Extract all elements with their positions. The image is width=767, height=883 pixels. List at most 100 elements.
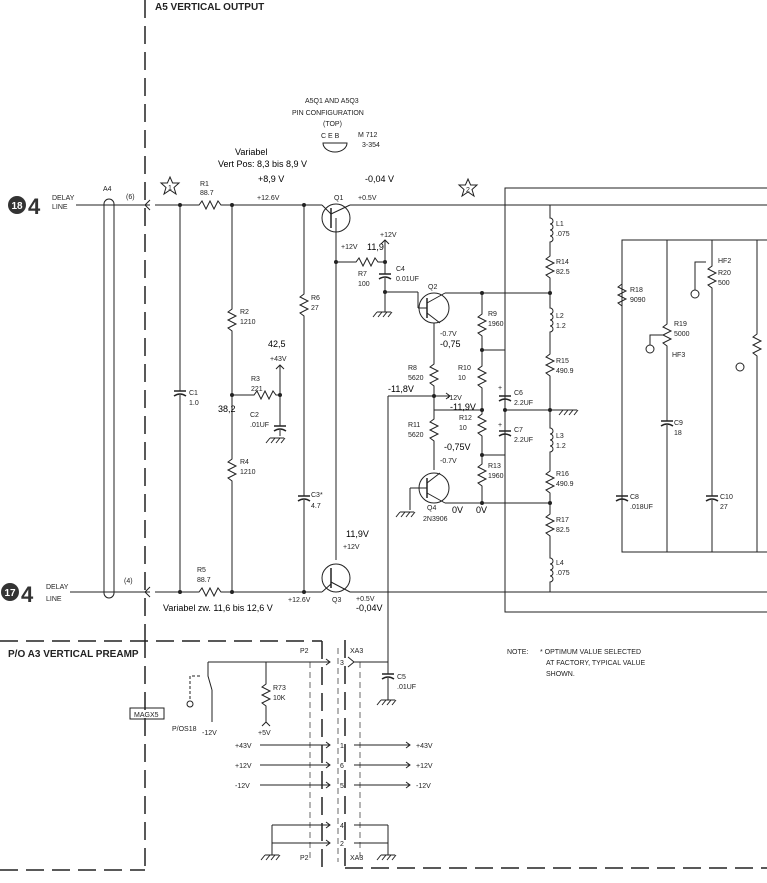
svg-text:MAGX5: MAGX5 bbox=[134, 712, 159, 719]
r6-value: 27 bbox=[311, 305, 319, 312]
r6-label: R6 bbox=[311, 295, 320, 302]
r7-label: R7 bbox=[358, 271, 367, 278]
svg-text:+5V: +5V bbox=[258, 730, 271, 737]
r1-value: 88.7 bbox=[200, 190, 214, 197]
r18-label: R18 bbox=[630, 287, 643, 294]
r10-label: R10 bbox=[458, 365, 471, 372]
svg-text:P/OS18: P/OS18 bbox=[172, 726, 197, 733]
svg-text:A4: A4 bbox=[103, 186, 112, 193]
svg-text:3: 3 bbox=[340, 660, 344, 667]
r4-label: R4 bbox=[240, 459, 249, 466]
svg-text:+12V: +12V bbox=[416, 763, 433, 770]
r12-label: R12 bbox=[459, 415, 472, 422]
svg-text:M 712: M 712 bbox=[358, 132, 378, 139]
svg-text:+8,9 V: +8,9 V bbox=[258, 174, 284, 184]
svg-text:11,9V: 11,9V bbox=[346, 529, 369, 539]
transistor-q1: Q1 bbox=[321, 195, 351, 240]
c7-value: 2.2UF bbox=[514, 437, 533, 444]
svg-text:-12V: -12V bbox=[202, 730, 217, 737]
svg-text:17: 17 bbox=[4, 588, 16, 599]
r1-label: R1 bbox=[200, 181, 209, 188]
c6-value: 2.2UF bbox=[514, 400, 533, 407]
svg-text:Variabel zw. 11,6 bis 12,6 V: Variabel zw. 11,6 bis 12,6 V bbox=[163, 603, 273, 613]
marker-1: 1 bbox=[160, 176, 180, 195]
hf3-label: HF3 bbox=[672, 352, 685, 359]
svg-text:5: 5 bbox=[340, 783, 344, 790]
c3-value: 4.7 bbox=[311, 503, 321, 510]
c9-value: 18 bbox=[674, 430, 682, 437]
svg-text:DELAY: DELAY bbox=[52, 195, 75, 202]
svg-text:-0,04V: -0,04V bbox=[356, 603, 383, 613]
r7-12v-label: +12V bbox=[380, 232, 397, 239]
r17-label: R17 bbox=[556, 517, 569, 524]
r5-label: R5 bbox=[197, 567, 206, 574]
c10-value: 27 bbox=[720, 504, 728, 511]
m12-q-label: -12V bbox=[447, 395, 462, 402]
r10-value: 10 bbox=[458, 375, 466, 382]
svg-text:+12V: +12V bbox=[235, 763, 252, 770]
svg-text:P2: P2 bbox=[300, 855, 309, 862]
l1-value: .075 bbox=[556, 231, 570, 238]
r18-value: 9090 bbox=[630, 297, 646, 304]
svg-text:2: 2 bbox=[466, 187, 470, 194]
svg-text:42,5: 42,5 bbox=[268, 339, 286, 349]
rail-126-bot: +12.6V bbox=[288, 597, 311, 604]
r13-label: R13 bbox=[488, 463, 501, 470]
r8-label: R8 bbox=[408, 365, 417, 372]
svg-text:1: 1 bbox=[340, 743, 344, 750]
r19-value: 5000 bbox=[674, 331, 690, 338]
svg-text:4: 4 bbox=[21, 582, 34, 607]
r4-value: 1210 bbox=[240, 469, 256, 476]
svg-text:2: 2 bbox=[340, 841, 344, 848]
svg-text:P2: P2 bbox=[300, 648, 309, 655]
c4-value: 0.01UF bbox=[396, 276, 419, 283]
preamp-section: P/O A3 VERTICAL PREAMP P2 XA3 3 C5 .01UF… bbox=[0, 640, 433, 871]
r16-value: 490.9 bbox=[556, 481, 574, 488]
l4-value: .075 bbox=[556, 570, 570, 577]
note: NOTE: * OPTIMUM VALUE SELECTED AT FACTOR… bbox=[507, 649, 646, 678]
r14-value: 82.5 bbox=[556, 269, 570, 276]
r11-value: 5620 bbox=[408, 432, 424, 439]
q4-emitter-label: -0.7V bbox=[440, 458, 457, 465]
marker-2: 2 bbox=[458, 178, 478, 197]
r2-value: 1210 bbox=[240, 319, 256, 326]
q3-12v-label: +12V bbox=[343, 544, 360, 551]
section-title: A5 VERTICAL OUTPUT bbox=[155, 2, 264, 13]
svg-text:XA3: XA3 bbox=[350, 648, 363, 655]
svg-text:Q3: Q3 bbox=[332, 597, 341, 604]
r7-value: 100 bbox=[358, 281, 370, 288]
r15-label: R15 bbox=[556, 358, 569, 365]
svg-text:10K: 10K bbox=[273, 695, 286, 702]
svg-text:1: 1 bbox=[168, 185, 172, 192]
svg-text:+: + bbox=[498, 422, 502, 429]
svg-text:11,9: 11,9 bbox=[367, 242, 384, 252]
svg-text:XA3: XA3 bbox=[350, 855, 363, 862]
svg-text:Q2: Q2 bbox=[428, 284, 437, 291]
r3-value: 221 bbox=[251, 386, 263, 393]
svg-text:4: 4 bbox=[28, 194, 41, 219]
svg-text:NOTE:: NOTE: bbox=[507, 649, 528, 656]
r2-label: R2 bbox=[240, 309, 249, 316]
c4-label: C4 bbox=[396, 266, 405, 273]
r11-label: R11 bbox=[408, 422, 420, 429]
svg-text:(4): (4) bbox=[124, 578, 133, 585]
r17-value: 82.5 bbox=[556, 527, 570, 534]
svg-text:A5Q1 AND A5Q3: A5Q1 AND A5Q3 bbox=[305, 98, 359, 105]
svg-text:18: 18 bbox=[11, 201, 23, 212]
svg-text:-12V: -12V bbox=[235, 783, 250, 790]
svg-text:LINE: LINE bbox=[52, 204, 68, 211]
svg-text:+: + bbox=[498, 385, 502, 392]
q2-emitter-label: -0.7V bbox=[440, 331, 457, 338]
r8-value: 5620 bbox=[408, 375, 424, 382]
c2-label: C2 bbox=[250, 412, 259, 419]
c3-label: C3* bbox=[311, 492, 323, 499]
svg-text:DELAY: DELAY bbox=[46, 584, 69, 591]
svg-text:4: 4 bbox=[340, 823, 344, 830]
svg-text:+43V: +43V bbox=[416, 743, 433, 750]
c7-label: C7 bbox=[514, 427, 523, 434]
svg-text:R73: R73 bbox=[273, 685, 286, 692]
r13-value: 1960 bbox=[488, 473, 504, 480]
svg-text:.01UF: .01UF bbox=[397, 684, 416, 691]
r12-value: 10 bbox=[459, 425, 467, 432]
